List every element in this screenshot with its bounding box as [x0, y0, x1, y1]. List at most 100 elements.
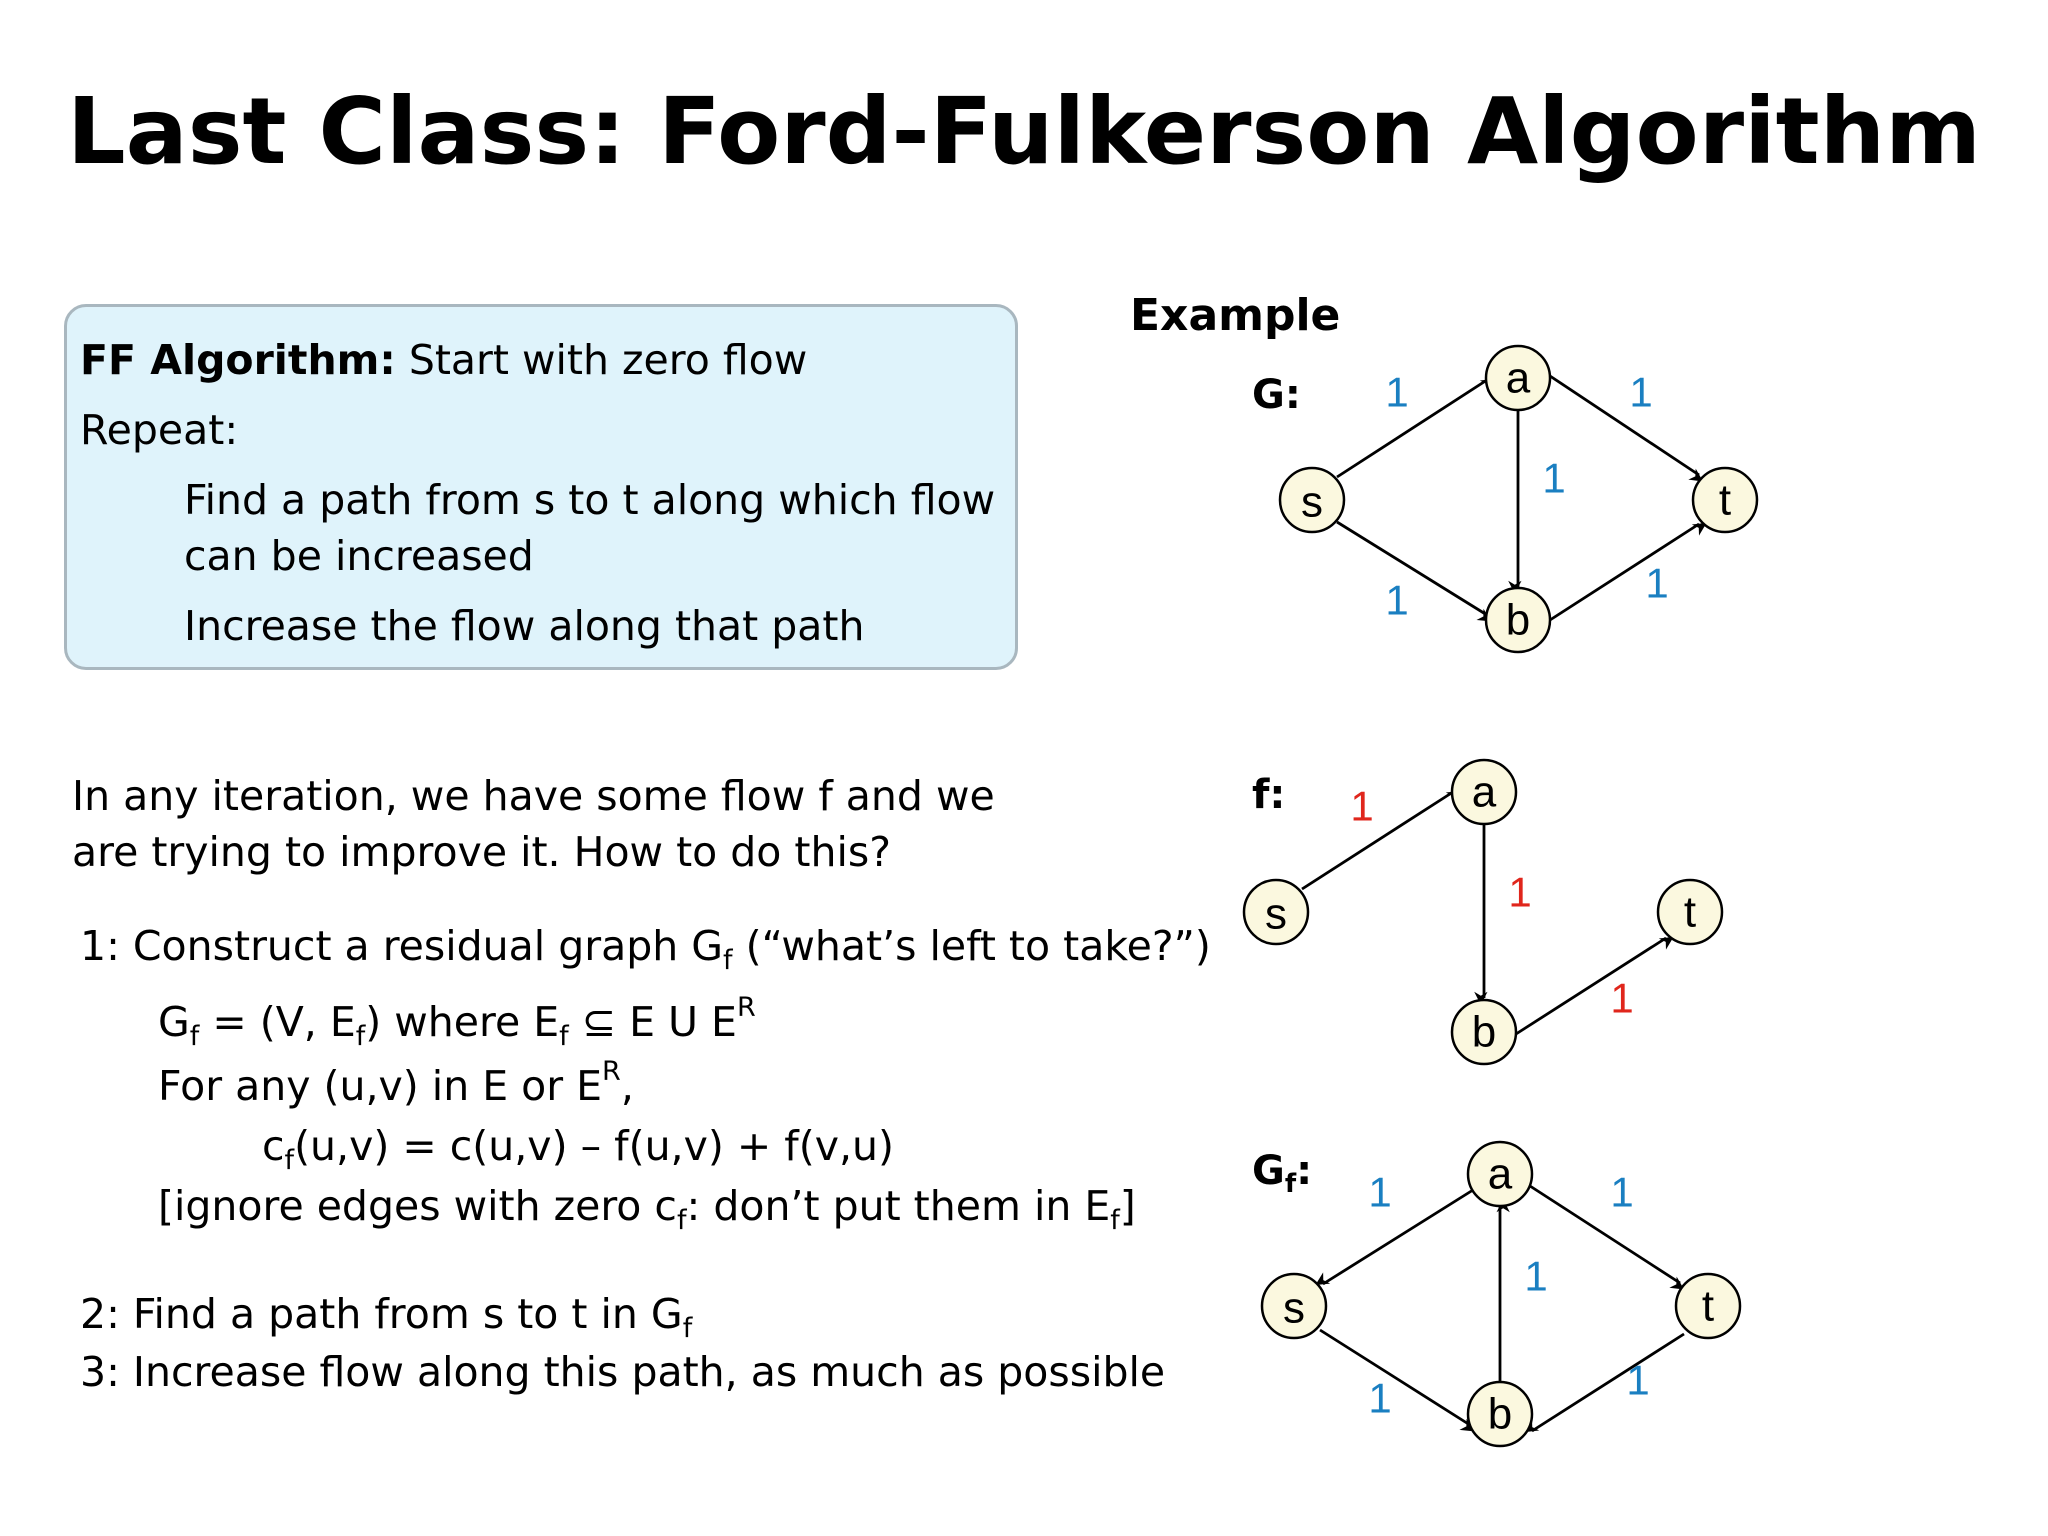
node-g-s-label: s — [1301, 478, 1323, 527]
graph-f: s a b t 1 1 1 — [1242, 758, 1724, 1066]
edge-gf-a-t — [1529, 1184, 1685, 1290]
step-1: 1: Construct a residual graph Gf (“what’… — [80, 926, 1211, 975]
ff-line-3: Find a path from s to t along which flow — [184, 476, 996, 524]
node-gf-a — [1466, 1140, 1534, 1208]
cf-sub: f — [284, 1145, 295, 1176]
node-g-a — [1484, 344, 1552, 412]
node-g-b-label: b — [1506, 596, 1530, 645]
node-f-s-label: s — [1265, 890, 1287, 939]
ignore-line: [ignore edges with zero cf: don’t put th… — [158, 1186, 1136, 1235]
edge-g-s-b — [1336, 520, 1492, 622]
graph-g-label: G: — [1252, 372, 1301, 418]
ff-algorithm-box — [64, 304, 1018, 670]
gf-definition: Gf = (V, Ef) where Ef ⊆ E U ER — [158, 994, 756, 1050]
step-1-post: (“what’s left to take?”) — [732, 922, 1211, 970]
cap-gf-a-s: 1 — [1368, 1169, 1391, 1216]
for-any-sup: R — [602, 1056, 621, 1087]
ff-line-2: Repeat: — [80, 406, 239, 454]
edge-f-s-a — [1301, 790, 1461, 891]
for-any-line: For any (u,v) in E or ER, — [158, 1058, 634, 1107]
step-2-sub: f — [682, 1313, 693, 1344]
node-gf-a-label: a — [1488, 1150, 1513, 1199]
edge-gf-t-b — [1524, 1332, 1685, 1433]
edge-g-s-a — [1336, 378, 1495, 479]
graph-gf: s a b t 1 1 1 1 1 — [1260, 1140, 1742, 1448]
graph-g: s a b t 1 1 1 1 1 — [1278, 344, 1759, 654]
ff-line-1: FF Algorithm: Start with zero flow — [80, 340, 807, 381]
edge-g-b-t — [1549, 522, 1707, 622]
step-2-text: 2: Find a path from s to t in G — [80, 1290, 683, 1338]
gf-def-mid: = (V, E — [199, 998, 356, 1046]
ignore-mid: : don’t put them in E — [686, 1182, 1111, 1230]
node-f-a — [1450, 758, 1518, 826]
graph-gf-label-g: G — [1252, 1148, 1285, 1194]
cf-post: (u,v) = c(u,v) – f(u,v) + f(v,u) — [294, 1122, 894, 1170]
ff-line-4: can be increased — [184, 532, 534, 580]
gf-def-sup: R — [736, 992, 756, 1023]
edge-gf-s-b — [1319, 1328, 1475, 1432]
intro-line-2: are trying to improve it. How to do this… — [72, 828, 891, 876]
gf-def-sub2: f — [355, 1021, 366, 1052]
gf-def-sub3: f — [559, 1021, 569, 1052]
node-g-a-label: a — [1506, 354, 1531, 403]
ignore-pre: [ignore edges with zero c — [158, 1182, 677, 1230]
cf-formula: cf(u,v) = c(u,v) – f(u,v) + f(v,u) — [262, 1126, 894, 1175]
ff-line-5: Increase the flow along that path — [184, 602, 865, 650]
edge-gf-a-s — [1315, 1188, 1474, 1286]
node-gf-t — [1674, 1272, 1742, 1340]
cap-gf-a-t: 1 — [1610, 1169, 1633, 1216]
ff-heading: FF Algorithm: — [80, 336, 396, 384]
for-any-text: For any (u,v) in E or E — [158, 1062, 603, 1110]
cap-gf-t-b: 1 — [1626, 1357, 1649, 1404]
node-gf-b-label: b — [1488, 1390, 1512, 1439]
step-1-sub: f — [723, 945, 733, 976]
flow-f-b-t: 1 — [1610, 975, 1633, 1022]
flow-f-a-b: 1 — [1508, 869, 1531, 916]
edge-g-a-t — [1549, 374, 1704, 482]
example-label: Example — [1130, 290, 1341, 341]
gf-def-sub: f — [189, 1021, 200, 1052]
node-g-t — [1691, 466, 1759, 534]
cap-g-s-a: 1 — [1385, 369, 1408, 416]
ignore-post: ] — [1119, 1182, 1136, 1230]
cap-gf-s-b: 1 — [1368, 1375, 1391, 1422]
intro-line-1: In any iteration, we have some flow f an… — [72, 772, 995, 820]
slide-title: Last Class: Ford-Fulkerson Algorithm — [67, 78, 1981, 185]
step-1-text: 1: Construct a residual graph G — [80, 922, 724, 970]
gf-def-mid2: ) where E — [365, 998, 560, 1046]
gf-def-op: ⊆ E U E — [568, 998, 737, 1046]
node-g-t-label: t — [1719, 476, 1731, 525]
node-f-a-label: a — [1472, 768, 1497, 817]
ff-line-1-text: Start with zero flow — [395, 336, 808, 384]
step-3: 3: Increase flow along this path, as muc… — [80, 1348, 1166, 1396]
node-f-t — [1656, 878, 1724, 946]
node-g-s — [1278, 466, 1346, 534]
edge-f-b-t — [1515, 936, 1674, 1036]
graph-gf-label: Gf: — [1252, 1148, 1312, 1199]
cf-c: c — [262, 1122, 285, 1170]
node-f-s — [1242, 878, 1310, 946]
node-f-t-label: t — [1684, 888, 1696, 937]
ignore-sub: f — [676, 1205, 687, 1236]
cap-g-a-t: 1 — [1629, 369, 1652, 416]
node-f-b — [1450, 998, 1518, 1066]
node-f-b-label: b — [1472, 1008, 1496, 1057]
node-g-b — [1484, 586, 1552, 654]
flow-f-s-a: 1 — [1350, 783, 1373, 830]
node-gf-s-label: s — [1283, 1284, 1305, 1333]
for-any-post: , — [620, 1062, 634, 1110]
cap-g-a-b: 1 — [1542, 455, 1565, 502]
node-gf-s — [1260, 1272, 1328, 1340]
graph-gf-label-colon: : — [1296, 1148, 1313, 1194]
node-gf-t-label: t — [1702, 1282, 1714, 1331]
graph-gf-label-sub: f — [1284, 1169, 1297, 1199]
step-2: 2: Find a path from s to t in Gf — [80, 1294, 692, 1343]
node-gf-b — [1466, 1380, 1534, 1448]
cap-g-b-t: 1 — [1645, 560, 1668, 607]
graph-f-label: f: — [1252, 772, 1286, 818]
cap-g-s-b: 1 — [1385, 577, 1408, 624]
cap-gf-b-a: 1 — [1524, 1253, 1547, 1300]
ignore-sub2: f — [1110, 1205, 1120, 1236]
gf-def-g: G — [158, 998, 190, 1046]
